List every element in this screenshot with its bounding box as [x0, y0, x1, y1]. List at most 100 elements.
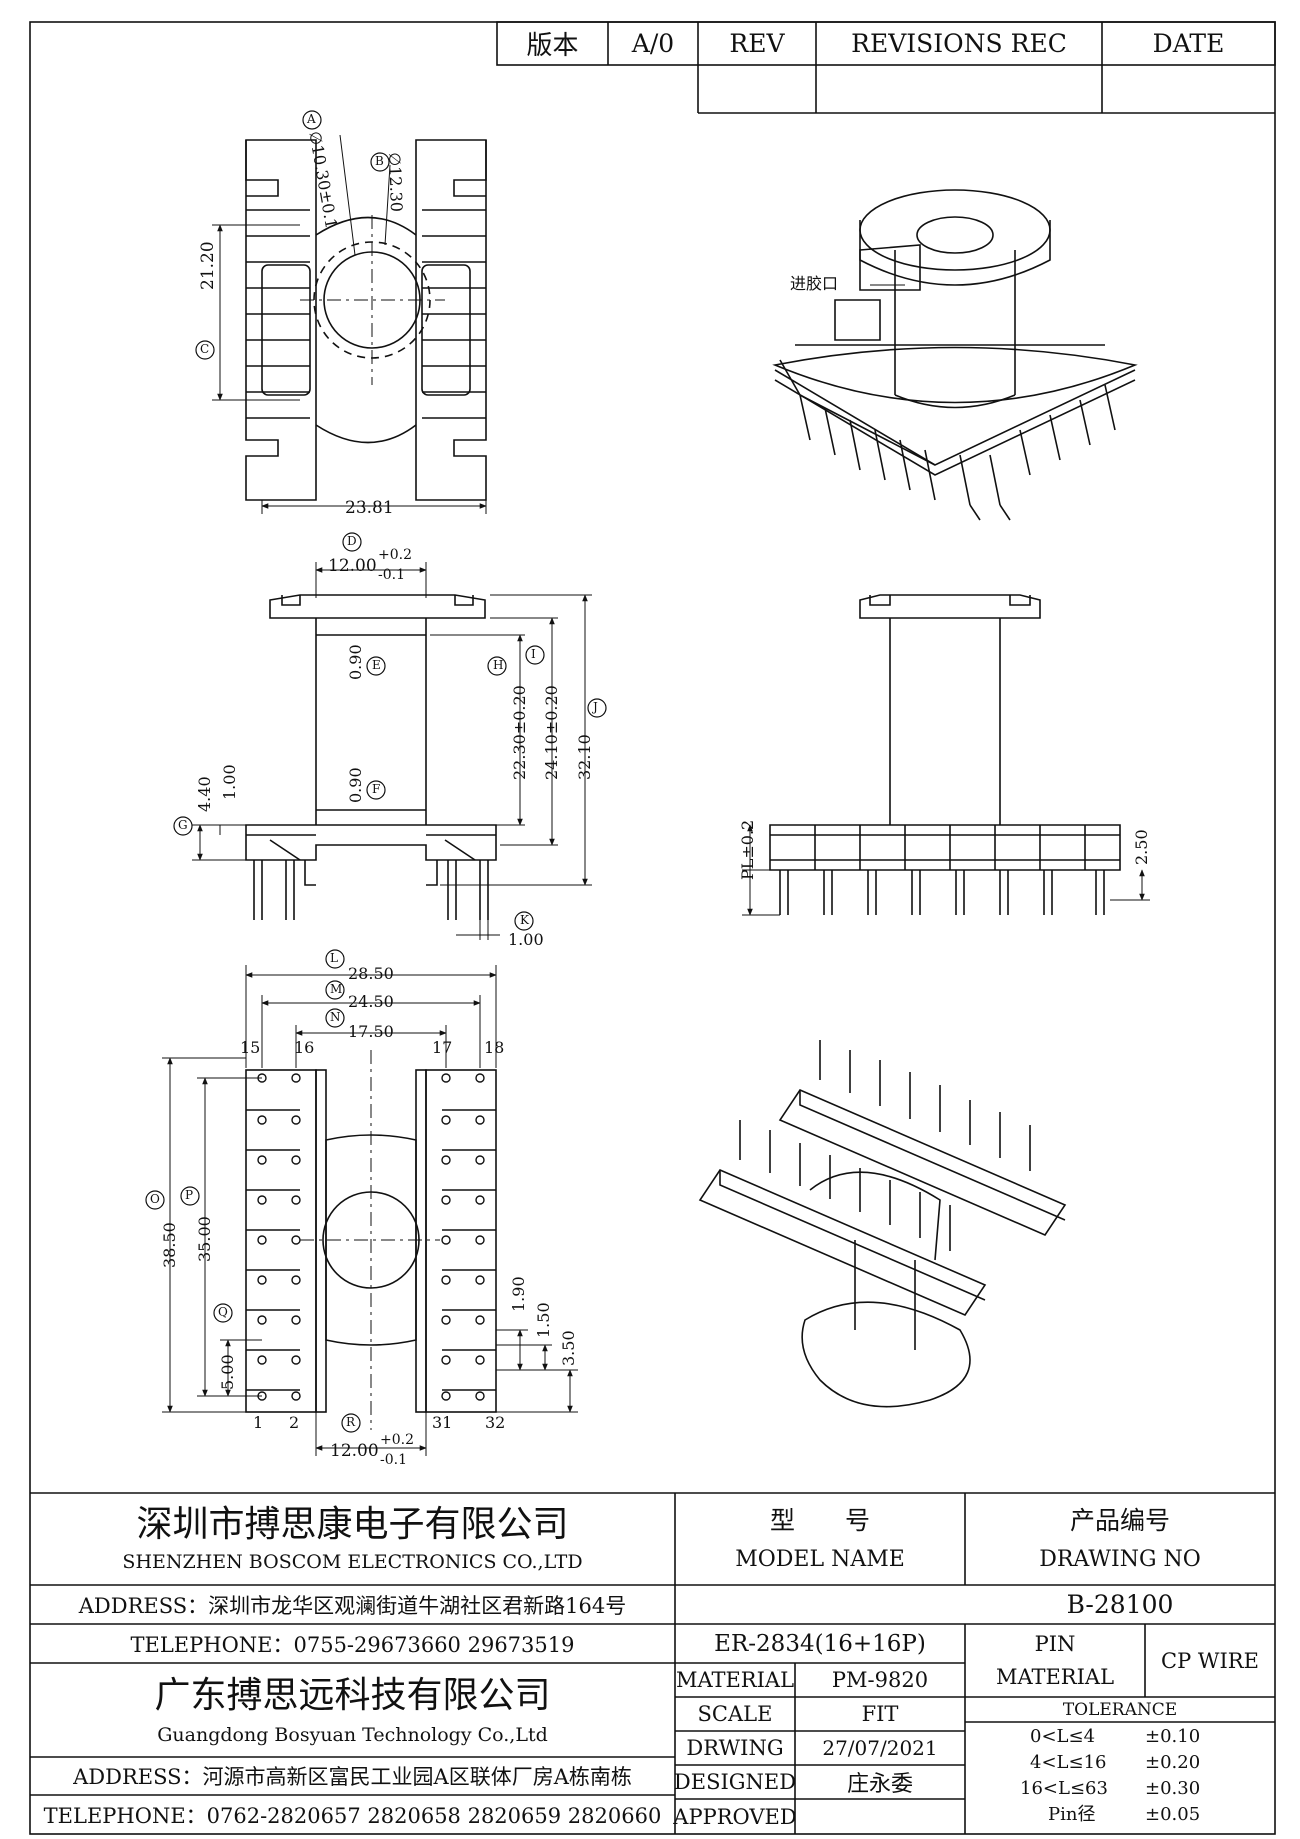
- balloon-l: L: [330, 951, 338, 965]
- balloon-i: I: [531, 647, 536, 661]
- balloon-b: B: [375, 154, 384, 168]
- balloon-m: M: [330, 982, 343, 996]
- front-view: [192, 562, 592, 940]
- dim-m-value: 24.50: [348, 992, 394, 1011]
- iso-view-bottom: [698, 1040, 1067, 1408]
- drawing-date-label: DRWING: [686, 1736, 784, 1760]
- pin-1: 1: [253, 1413, 264, 1432]
- pin-material-label1: PIN: [1034, 1632, 1076, 1656]
- balloon-k: K: [520, 913, 529, 927]
- telephone1: TELEPHONE：0755-29673660 29673519: [130, 1632, 575, 1657]
- pin-material-value: CP WIRE: [1161, 1648, 1259, 1673]
- dim-d-value: 12.00: [328, 556, 377, 576]
- company2-en: Guangdong Bosyuan Technology Co.,Ltd: [157, 1724, 548, 1746]
- dim-e-value: 0.90: [346, 644, 365, 680]
- dim-b-value: ∅12.30: [385, 151, 407, 213]
- pl-value: PL±0.2: [738, 819, 757, 880]
- drawing-label-cn: 产品编号: [1069, 1506, 1170, 1535]
- balloon-c: C: [200, 342, 210, 356]
- company2-cn: 广东搏思远科技有限公司: [154, 1675, 551, 1716]
- balloon-j: J: [593, 700, 598, 714]
- model-label-en: MODEL NAME: [735, 1546, 905, 1572]
- dim-i-value: 24.10±0.20: [542, 685, 561, 780]
- tolerance-value: ±0.20: [1145, 1752, 1201, 1773]
- balloon-p: P: [185, 1188, 194, 1202]
- balloon-e: E: [372, 658, 381, 672]
- tolerance-value: ±0.10: [1145, 1726, 1201, 1747]
- dim-c-value: 21.20: [198, 241, 218, 290]
- dimension-balloons: [145, 110, 607, 1433]
- pin-31: 31: [432, 1413, 453, 1432]
- version-value: A/0: [631, 29, 675, 58]
- version-label: 版本: [526, 31, 579, 61]
- tolerance-value: ±0.30: [1145, 1778, 1201, 1799]
- dim-g-value2: 1.00: [220, 764, 239, 800]
- pin-16: 16: [294, 1038, 315, 1057]
- address2: ADDRESS：河源市高新区富民工业园A区联体厂房A栋南栋: [73, 1765, 632, 1789]
- pin-material-label2: MATERIAL: [995, 1665, 1115, 1689]
- material-value: PM-9820: [831, 1668, 929, 1692]
- dim-p-value: 35.00: [195, 1216, 214, 1262]
- pitch-2: 1.50: [534, 1302, 553, 1338]
- dim-g-value1: 4.40: [195, 776, 214, 812]
- revisions-label: REVISIONS REC: [851, 29, 1067, 58]
- dim-q-value: 5.00: [218, 1354, 237, 1390]
- dim-d-minus: -0.1: [378, 567, 405, 583]
- approved-label: APPROVED: [673, 1804, 797, 1829]
- dim-r-plus: +0.2: [380, 1432, 414, 1448]
- balloon-o: O: [150, 1192, 160, 1206]
- dim-k-value: 1.00: [508, 930, 544, 949]
- pin-15: 15: [240, 1038, 261, 1057]
- tolerance-value: ±0.05: [1145, 1804, 1201, 1825]
- designed-label: DESIGNED: [673, 1770, 797, 1794]
- tolerance-range: 16<L≤63: [1020, 1778, 1108, 1799]
- balloon-a: A: [307, 112, 316, 126]
- drawing-label-en: DRAWING NO: [1039, 1546, 1201, 1572]
- telephone2: TELEPHONE：0762-2820657 2820658 2820659 2…: [43, 1803, 662, 1828]
- tolerance-range: 4<L≤16: [1030, 1752, 1107, 1773]
- drawing-value: B-28100: [1066, 1590, 1174, 1619]
- pin-18: 18: [484, 1038, 505, 1057]
- balloon-d: D: [347, 534, 357, 548]
- dim-r-value: 12.00: [330, 1441, 379, 1461]
- iso-view-top: [772, 189, 1138, 521]
- width-value: 23.81: [345, 498, 394, 518]
- title-block-grid: [30, 1492, 1275, 1834]
- pin-2: 2: [289, 1413, 300, 1432]
- balloon-h: H: [493, 658, 504, 672]
- tolerance-range: 0<L≤4: [1030, 1726, 1096, 1747]
- date-label: DATE: [1152, 29, 1225, 58]
- pin-17: 17: [432, 1038, 453, 1057]
- tolerance-label: TOLERANCE: [1062, 1699, 1178, 1720]
- address1: ADDRESS：深圳市龙华区观澜街道牛湖社区君新路164号: [78, 1593, 627, 1618]
- rev-label: REV: [729, 29, 785, 58]
- top-view: [212, 134, 487, 514]
- scale-label: SCALE: [697, 1702, 773, 1726]
- company1-cn: 深圳市搏思康电子有限公司: [136, 1504, 569, 1545]
- dim-l-value: 28.50: [348, 964, 394, 983]
- tolerance-range: Pin径: [1048, 1804, 1096, 1825]
- side-dim-value: 2.50: [1132, 829, 1151, 865]
- side-view: [742, 594, 1150, 916]
- dim-f-value: 0.90: [346, 767, 365, 803]
- revision-table-grid: [496, 21, 1276, 114]
- scale-value: FIT: [861, 1702, 899, 1726]
- balloon-q: Q: [218, 1305, 228, 1319]
- designed-value: 庄永委: [846, 1772, 913, 1797]
- balloon-f: F: [372, 782, 381, 796]
- pin-32: 32: [485, 1413, 506, 1432]
- dim-h-value: 22.30±0.20: [510, 685, 529, 780]
- pitch-1: 1.90: [509, 1276, 528, 1312]
- dim-d-plus: +0.2: [378, 547, 412, 563]
- balloon-n: N: [330, 1010, 341, 1024]
- gate-label: 进胶口: [790, 274, 839, 293]
- balloon-g: G: [178, 818, 188, 832]
- company1-en: SHENZHEN BOSCOM ELECTRONICS CO.,LTD: [122, 1551, 583, 1573]
- pin-holes: [257, 1073, 485, 1401]
- material-label: MATERIAL: [675, 1668, 795, 1692]
- dim-n-value: 17.50: [348, 1022, 394, 1041]
- balloon-r: R: [346, 1415, 356, 1429]
- dim-o-value: 38.50: [160, 1222, 179, 1268]
